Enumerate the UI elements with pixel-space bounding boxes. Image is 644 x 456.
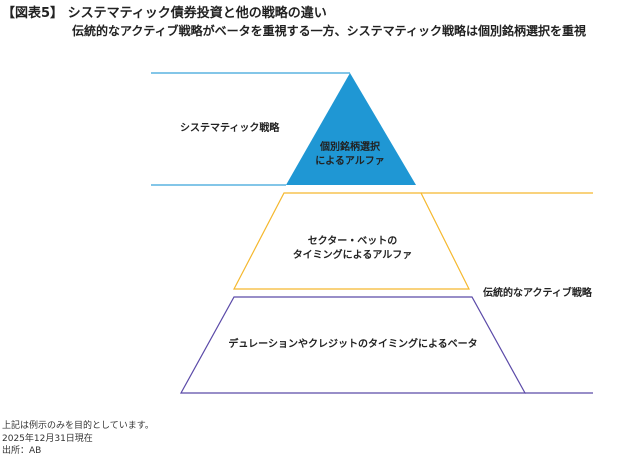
middle-tier-label: セクター・ベットの タイミングによるアルファ: [280, 235, 425, 263]
source: 出所：AB: [2, 446, 42, 456]
bottom-tier-label: デュレーションやクレジットのタイミングによるベータ: [228, 339, 478, 350]
figure-title: 【図表5】 システマティック債券投資と他の戦略の違い: [2, 6, 327, 21]
top-tier-label: 個別銘柄選択 によるアルファ: [300, 141, 400, 169]
systematic-strategy-label: システマティック戦略: [180, 123, 280, 134]
top-tier-line1: 個別銘柄選択: [320, 142, 380, 153]
footnote: 上記は例示のみを目的としています。: [2, 421, 154, 431]
figure-subtitle: 伝統的なアクティブ戦略がベータを重視する一方、システマティック戦略は個別銘柄選択…: [72, 24, 586, 38]
top-tier-line2: によるアルファ: [315, 156, 385, 167]
as-of-date: 2025年12月31日現在: [2, 434, 93, 444]
middle-tier-line1: セクター・ベットの: [307, 236, 398, 247]
traditional-strategy-label: 伝統的なアクティブ戦略: [483, 288, 592, 299]
top-triangle: [286, 73, 416, 185]
middle-trapezoid: [233, 192, 470, 290]
middle-tier-line2: タイミングによるアルファ: [292, 250, 413, 261]
